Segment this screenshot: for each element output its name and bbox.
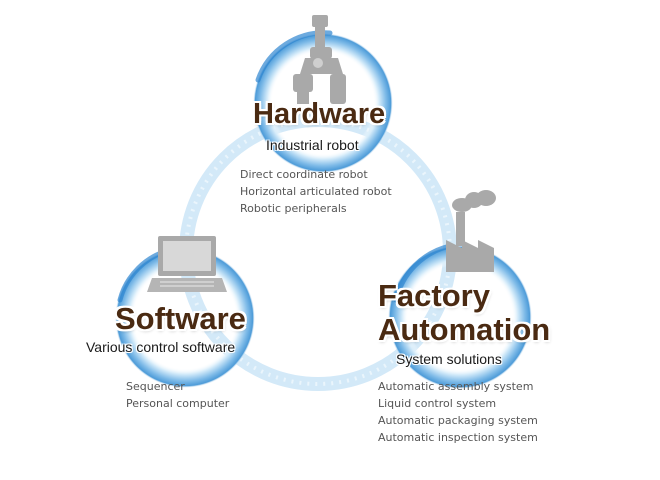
list-item: Liquid control system	[378, 397, 497, 410]
factory-node	[388, 190, 532, 389]
list-item: Automatic assembly system	[378, 380, 534, 393]
software-node	[115, 236, 255, 388]
software-title: Software	[115, 301, 246, 336]
factory-title-line2: Automation	[378, 312, 551, 347]
factory-items: Automatic assembly system Liquid control…	[378, 378, 538, 446]
hardware-items: Direct coordinate robot Horizontal artic…	[240, 166, 392, 217]
laptop-icon	[147, 236, 227, 292]
factory-subtitle: System solutions	[396, 351, 502, 367]
list-item: Sequencer	[126, 380, 185, 393]
software-subtitle: Various control software	[86, 339, 236, 355]
software-items: Sequencer Personal computer	[126, 378, 229, 412]
list-item: Direct coordinate robot	[240, 168, 368, 181]
list-item: Personal computer	[126, 397, 230, 410]
robot-arm-icon	[293, 15, 346, 104]
factory-icon	[446, 190, 496, 272]
list-item: Horizontal articulated robot	[240, 185, 392, 198]
list-item: Robotic peripherals	[240, 202, 347, 215]
list-item: Automatic inspection system	[378, 431, 538, 444]
list-item: Automatic packaging system	[378, 414, 538, 427]
hardware-subtitle: Industrial robot	[266, 137, 359, 153]
hardware-title: Hardware	[253, 98, 386, 130]
factory-title-line1: Factory	[378, 278, 490, 313]
hardware-node	[253, 15, 393, 173]
